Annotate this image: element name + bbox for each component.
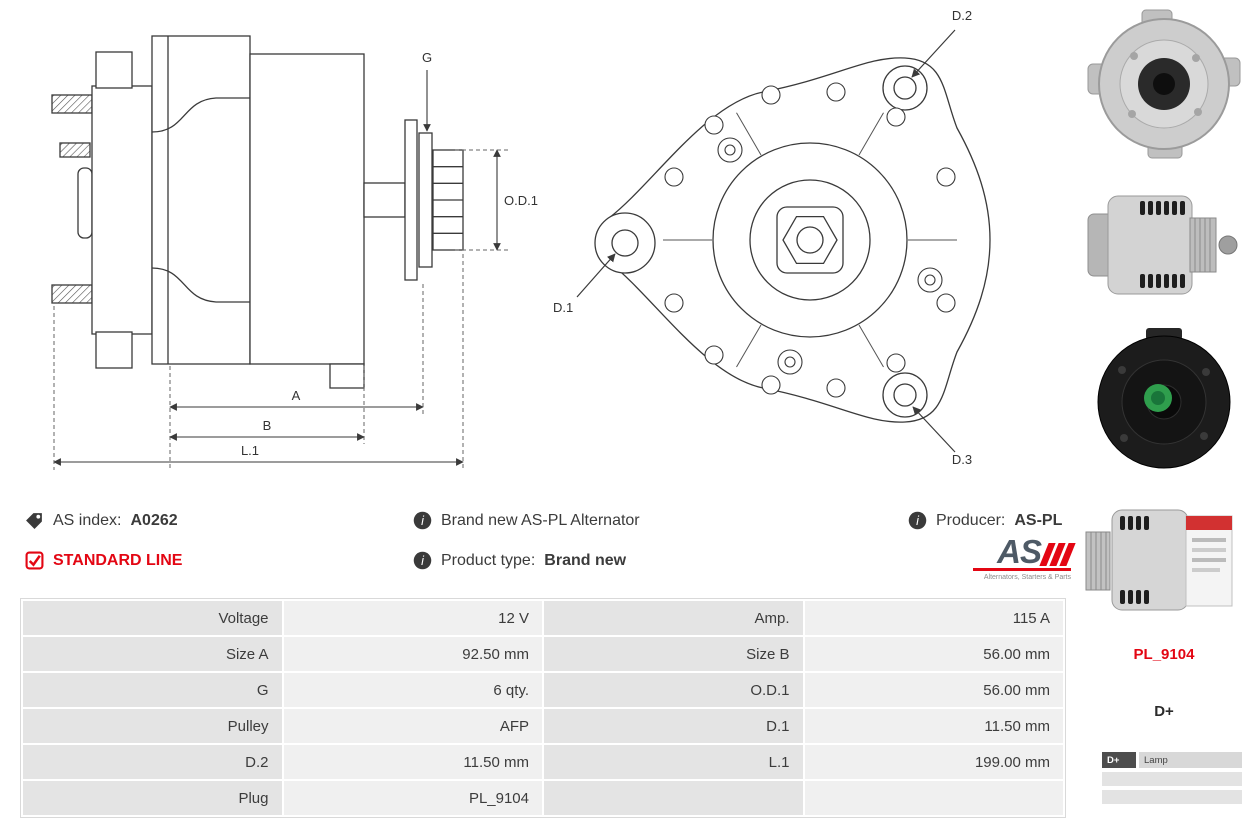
spec-row: G 6 qty. O.D.1 56.00 mm (23, 673, 1063, 707)
spec-label: Pulley (23, 709, 282, 743)
product-type-label: Product type: (441, 551, 536, 569)
pulley-flange (404, 119, 418, 281)
spec-label: Amp. (544, 601, 803, 635)
plug-code: PL_9104 (1133, 646, 1195, 663)
pin-function-cell: Lamp (1139, 752, 1242, 768)
spec-row: Pulley AFP D.1 11.50 mm (23, 709, 1063, 743)
tag-icon (25, 511, 44, 530)
brand-new-row: i Brand new AS-PL Alternator (413, 511, 640, 530)
terminal-label: D+ (1154, 703, 1174, 720)
spec-label: O.D.1 (544, 673, 803, 707)
info-icon: i (908, 511, 927, 530)
spec-label: Size A (23, 637, 282, 671)
leader-lines (576, 29, 956, 453)
product-photo-rear (1082, 326, 1246, 478)
logo-tagline: Alternators, Starters & Parts (983, 574, 1071, 581)
dim-label-a: A (292, 388, 301, 403)
as-pl-logo: AS Alternators, Starters & Parts (973, 532, 1076, 581)
spec-value: 199.00 mm (804, 745, 1063, 779)
spec-row: Plug PL_9104 (23, 781, 1063, 815)
pin-table-empty-row (1102, 790, 1242, 804)
svg-text:i: i (421, 514, 425, 528)
product-photo-side-2 (1082, 486, 1246, 634)
spec-table: Voltage 12 V Amp. 115 A Size A 92.50 mm … (20, 598, 1066, 818)
spec-value: 56.00 mm (804, 673, 1063, 707)
producer-value: AS-PL (1014, 511, 1063, 529)
info-icon: i (413, 551, 432, 570)
alternator-side-body (51, 35, 464, 389)
spec-label (544, 781, 803, 815)
checkbox-checked-icon (25, 551, 44, 570)
spec-value: 6 qty. (283, 673, 542, 707)
spec-label: G (23, 673, 282, 707)
as-index-row: AS index: A0262 (25, 511, 178, 530)
vent-holes (664, 82, 956, 398)
standard-line-text: STANDARD LINE (53, 551, 183, 569)
standard-line-row: STANDARD LINE (25, 551, 182, 570)
casting-spokes (663, 112, 957, 368)
as-logo-text: AS (997, 532, 1042, 570)
spec-value: 56.00 mm (804, 637, 1063, 671)
dim-label-d3: D.3 (952, 452, 972, 467)
spec-value: 115 A (804, 601, 1063, 635)
product-photo-side (1082, 170, 1246, 318)
info-icon: i (413, 511, 432, 530)
svg-text:i: i (421, 554, 425, 568)
dim-label-od1: O.D.1 (504, 193, 538, 208)
spec-label: Plug (23, 781, 282, 815)
producer-label: Producer: (936, 511, 1006, 529)
as-index-value: A0262 (130, 511, 178, 529)
brand-new-text: Brand new AS-PL Alternator (441, 511, 640, 529)
product-type-value: Brand new (544, 551, 627, 569)
dim-label-d1: D.1 (553, 300, 573, 315)
spec-row: Size A 92.50 mm Size B 56.00 mm (23, 637, 1063, 671)
dimension-lines (53, 70, 501, 466)
as-index-label: AS index: (53, 511, 122, 529)
spec-value: PL_9104 (283, 781, 542, 815)
dim-label-d2: D.2 (952, 8, 972, 23)
spec-row: Voltage 12 V Amp. 115 A (23, 601, 1063, 635)
pin-name-cell: D+ (1102, 752, 1136, 768)
spec-value: 11.50 mm (804, 709, 1063, 743)
spec-label: Voltage (23, 601, 282, 635)
dim-label-g: G (422, 50, 432, 65)
spec-value (804, 781, 1063, 815)
svg-text:i: i (916, 514, 920, 528)
through-bolts (717, 137, 943, 375)
spec-value: 11.50 mm (283, 745, 542, 779)
dim-label-l1: L.1 (241, 443, 259, 458)
spec-label: D.1 (544, 709, 803, 743)
pin-table-row: D+ Lamp (1102, 752, 1242, 768)
spec-row: D.2 11.50 mm L.1 199.00 mm (23, 745, 1063, 779)
dim-label-b: B (263, 418, 272, 433)
spec-label: L.1 (544, 745, 803, 779)
spec-value: 12 V (283, 601, 542, 635)
spec-value: AFP (283, 709, 542, 743)
pin-table-empty-row (1102, 772, 1242, 786)
producer-row: i Producer: AS-PL (908, 511, 1062, 530)
spec-label: D.2 (23, 745, 282, 779)
connector-pin-table: D+ Lamp (1102, 752, 1242, 808)
side-view-technical-drawing: G O.D.1 A B L.1 (51, 35, 538, 470)
spec-value: 92.50 mm (283, 637, 542, 671)
front-view-technical-drawing: D.2 D.1 D.3 (553, 8, 991, 467)
product-photo-front (1082, 6, 1246, 164)
logo-underline (973, 568, 1071, 571)
spec-label: Size B (544, 637, 803, 671)
product-type-row: i Product type: Brand new (413, 551, 626, 570)
